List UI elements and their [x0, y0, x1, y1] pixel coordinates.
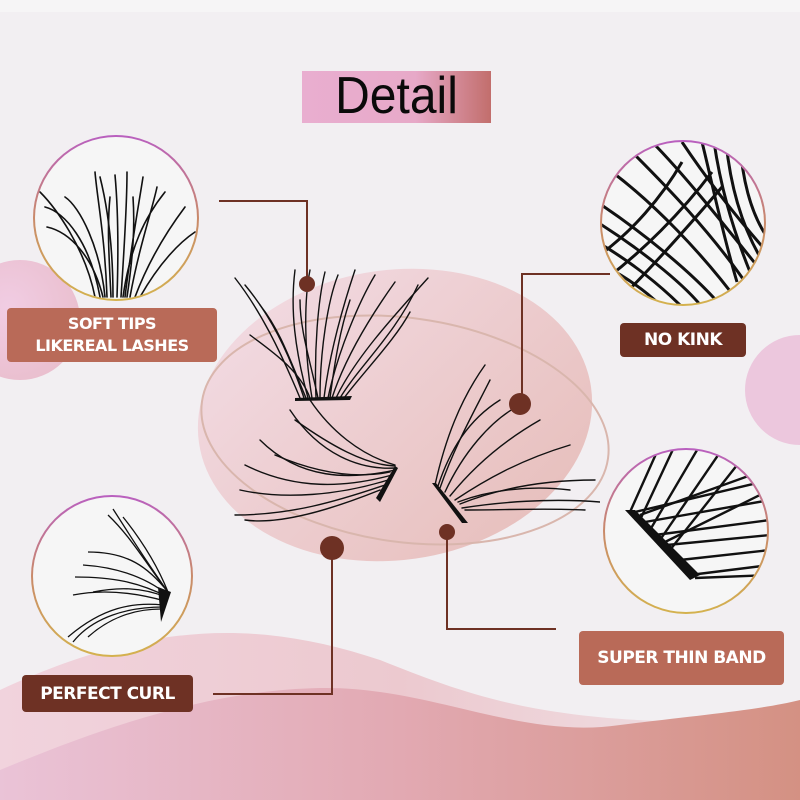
lash-closeup-icon: [67, 508, 171, 643]
no-kink-label: NO KINK: [620, 323, 746, 357]
soft-tips-label-line2: LIKEREAL LASHES: [35, 336, 189, 355]
super-thin-band-label: SUPER THIN BAND: [579, 631, 784, 685]
no-kink-closeup: [600, 140, 766, 306]
soft-tips-label-line1: SOFT TIPS: [67, 314, 157, 333]
title-banner: Detail: [302, 71, 491, 123]
lash-clusters-illustration: [234, 269, 600, 523]
perfect-curl-label: PERFECT CURL: [22, 675, 193, 712]
super-thin-band-closeup: [603, 448, 769, 614]
lash-closeup-icon: [39, 171, 196, 298]
page-title: Detail: [335, 67, 458, 126]
soft-tips-closeup: [33, 135, 199, 301]
lash-closeup-icon: [625, 450, 767, 580]
lash-closeup-icon: [602, 142, 764, 304]
perfect-curl-closeup: [31, 495, 193, 657]
soft-tips-label: SOFT TIPS LIKEREAL LASHES: [7, 308, 217, 362]
